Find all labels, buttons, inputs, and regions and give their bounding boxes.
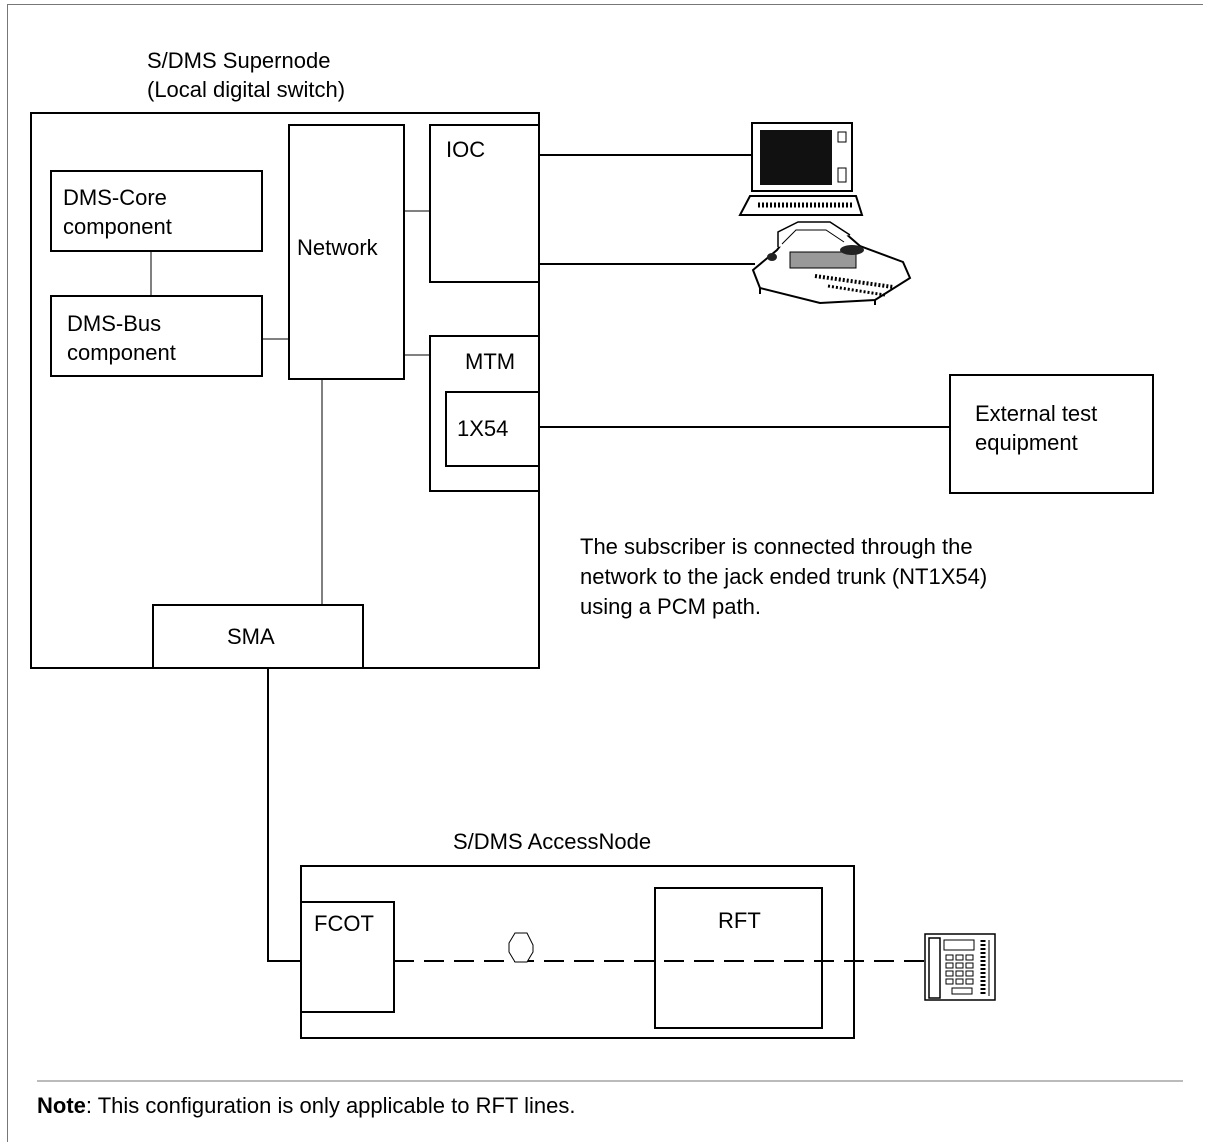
footnote: Note: This configuration is only applica… — [37, 1092, 575, 1120]
external-test-label-line1: External test — [975, 401, 1098, 426]
description-line1: The subscriber is connected through the — [580, 534, 973, 559]
rft-label: RFT — [718, 908, 761, 933]
ioc-label: IOC — [446, 137, 486, 162]
mtm-label: MTM — [465, 349, 516, 374]
ioc-box — [429, 124, 540, 283]
accessnode-title: S/DMS AccessNode — [453, 829, 652, 854]
supernode-title-line2: (Local digital switch) — [147, 77, 346, 102]
network-box — [288, 124, 405, 380]
description-line2: network to the jack ended trunk (NT1X54) — [580, 564, 988, 589]
sma-box — [152, 604, 364, 669]
dms-bus-label-line2: component — [67, 340, 176, 365]
dms-core-label-line1: DMS-Core — [63, 185, 167, 210]
network-label: Network — [297, 235, 378, 260]
fcot-box — [300, 901, 395, 1013]
figure-frame — [7, 4, 1203, 1142]
printer-icon — [751, 221, 912, 305]
trunk-1x54-box — [445, 391, 540, 467]
dms-core-box — [50, 170, 263, 252]
fcot-label: FCOT — [314, 911, 374, 936]
external-test-label-line2: equipment — [975, 430, 1078, 455]
note-label: Note — [37, 1093, 86, 1118]
sma-fcot-link — [267, 668, 301, 962]
sma-label: SMA — [227, 624, 275, 649]
rft-box — [654, 887, 823, 1029]
pcm-path-marker — [508, 932, 534, 963]
dms-bus-box — [50, 295, 263, 377]
trunk-1x54-label: 1X54 — [457, 416, 509, 441]
external-test-box — [949, 374, 1154, 494]
description-line3: using a PCM path. — [580, 594, 761, 619]
computer-terminal-icon — [738, 122, 864, 216]
telephone-icon — [924, 933, 996, 1001]
dms-bus-label-line1: DMS-Bus — [67, 311, 162, 336]
supernode-title-line1: S/DMS Supernode — [147, 48, 331, 73]
note-text: : This configuration is only applicable … — [85, 1093, 576, 1118]
dms-core-label-line2: component — [63, 214, 172, 239]
